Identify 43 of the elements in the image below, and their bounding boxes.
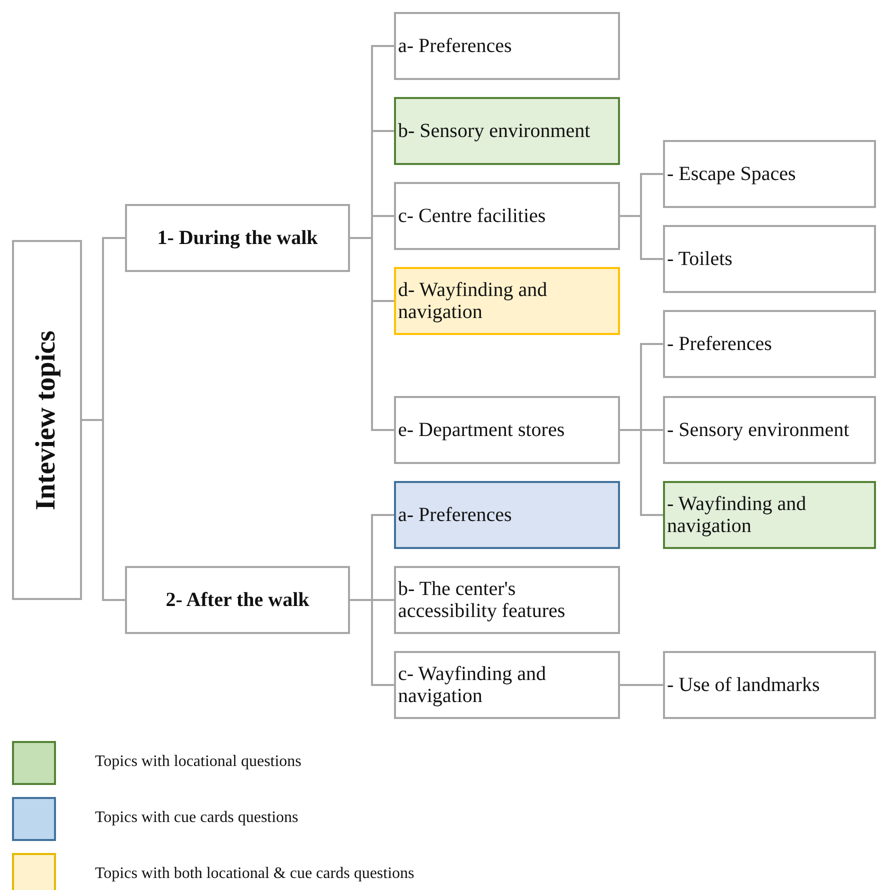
topic-label: b- The center's accessibility features bbox=[398, 578, 566, 622]
topic-label: d- Wayfinding and navigation bbox=[398, 279, 548, 323]
legend-label: Topics with cue cards questions bbox=[95, 809, 298, 827]
subtopic-box bbox=[663, 481, 876, 549]
subtopic-box bbox=[394, 651, 620, 719]
topic-label: - Use of landmarks bbox=[667, 674, 820, 696]
topic-label: c- Wayfinding and navigation bbox=[398, 663, 547, 707]
subtopic-box bbox=[663, 140, 876, 208]
topic-label: a- Preferences bbox=[398, 504, 512, 526]
subtopic-box bbox=[663, 651, 876, 719]
topic-label: Inteview topics bbox=[32, 330, 62, 510]
subtopic-box bbox=[394, 97, 620, 165]
topic-label: b- Sensory environment bbox=[398, 120, 590, 142]
topic-label: c- Centre facilities bbox=[398, 205, 546, 227]
topic-label: 2- After the walk bbox=[166, 589, 310, 611]
topic-box bbox=[125, 566, 350, 634]
topic-label: a- Preferences bbox=[398, 35, 512, 57]
topic-label: 1- During the walk bbox=[157, 227, 318, 249]
subtopic-box bbox=[394, 267, 620, 335]
connector-line bbox=[620, 429, 663, 516]
subtopic-box bbox=[394, 182, 620, 250]
topic-label: - Wayfinding and navigation bbox=[667, 493, 808, 537]
connector-line bbox=[350, 237, 394, 431]
connector-line bbox=[350, 599, 394, 686]
topic-box bbox=[125, 204, 350, 272]
legend-label: Topics with locational questions bbox=[95, 753, 302, 771]
root-topic-box bbox=[12, 240, 82, 600]
subtopic-box bbox=[394, 12, 620, 80]
legend-label: Topics with both locational & cue cards questions bbox=[95, 865, 414, 883]
topic-label: - Sensory environment bbox=[667, 419, 850, 441]
topic-label: - Toilets bbox=[667, 248, 732, 270]
topic-label: - Escape Spaces bbox=[667, 163, 796, 185]
connector-line bbox=[620, 684, 663, 686]
subtopic-box bbox=[663, 225, 876, 293]
connector-line bbox=[620, 215, 663, 260]
subtopic-box bbox=[394, 566, 620, 634]
subtopic-box bbox=[663, 310, 876, 378]
subtopic-box bbox=[394, 396, 620, 464]
topic-label: - Preferences bbox=[667, 333, 772, 355]
subtopic-box bbox=[663, 396, 876, 464]
connector-line bbox=[82, 419, 125, 601]
subtopic-box bbox=[394, 481, 620, 549]
topic-label: e- Department stores bbox=[398, 419, 565, 441]
